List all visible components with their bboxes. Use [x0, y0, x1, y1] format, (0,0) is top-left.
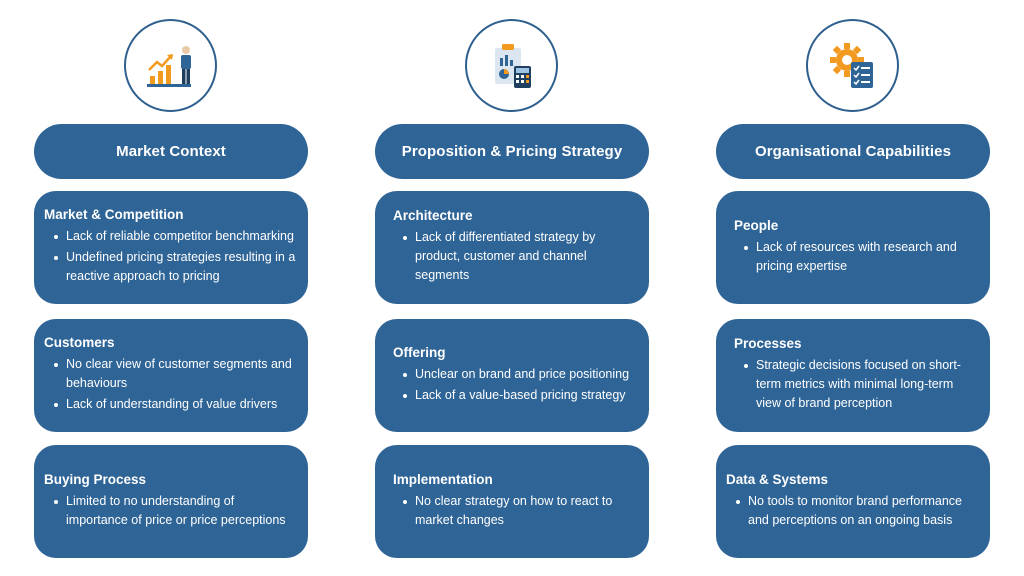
growth-chart-person-icon: [124, 19, 217, 112]
column-organisational-capabilities: Organisational Capabilities People Lack …: [716, 0, 990, 576]
list-item: No clear view of customer segments and b…: [54, 355, 296, 393]
card-market-competition: Market & Competition Lack of reliable co…: [34, 191, 308, 304]
card-title: Customers: [44, 335, 115, 350]
card-title: Market & Competition: [44, 207, 184, 222]
card-data-systems: Data & Systems No tools to monitor brand…: [716, 445, 990, 558]
card-title: Offering: [393, 344, 446, 360]
list-item: Lack of understanding of value drivers: [54, 395, 296, 414]
list-item: Limited to no understanding of importanc…: [54, 492, 296, 530]
card-title: Architecture: [393, 208, 473, 223]
card-processes: Processes Strategic decisions focused on…: [716, 319, 990, 432]
list-item: Lack of differentiated strategy by produ…: [403, 228, 637, 285]
list-item: No clear strategy on how to react to mar…: [403, 492, 637, 530]
card-architecture: Architecture Lack of differentiated stra…: [375, 191, 649, 304]
card-title: Data & Systems: [726, 471, 829, 487]
card-title: Buying Process: [44, 471, 147, 487]
card-implementation: Implementation No clear strategy on how …: [375, 445, 649, 558]
card-title: Processes: [734, 336, 802, 351]
card-customers: Customers No clear view of customer segm…: [34, 319, 308, 432]
gear-checklist-icon: [806, 19, 899, 112]
card-buying-process: Buying Process Limited to no understandi…: [34, 445, 308, 558]
pillar-title: Organisational Capabilities: [716, 124, 990, 179]
list-item: Lack of reliable competitor benchmarking: [54, 227, 296, 246]
pillar-title: Proposition & Pricing Strategy: [375, 124, 649, 179]
card-people: People Lack of resources with research a…: [716, 191, 990, 304]
card-offering: Offering Unclear on brand and price posi…: [375, 319, 649, 432]
list-item: Lack of resources with research and pric…: [744, 238, 978, 276]
card-title: Implementation: [393, 471, 493, 487]
pillar-title: Market Context: [34, 124, 308, 179]
list-item: No tools to monitor brand performance an…: [736, 492, 978, 530]
column-market-context: Market Context Market & Competition Lack…: [34, 0, 308, 576]
list-item: Undefined pricing strategies resulting i…: [54, 248, 296, 286]
list-item: Strategic decisions focused on short-ter…: [744, 356, 978, 413]
column-proposition-pricing: Proposition & Pricing Strategy Architect…: [375, 0, 649, 576]
card-title: People: [734, 217, 779, 233]
clipboard-calculator-icon: [465, 19, 558, 112]
list-item: Lack of a value-based pricing strategy: [403, 386, 637, 405]
list-item: Unclear on brand and price positioning: [403, 365, 637, 384]
